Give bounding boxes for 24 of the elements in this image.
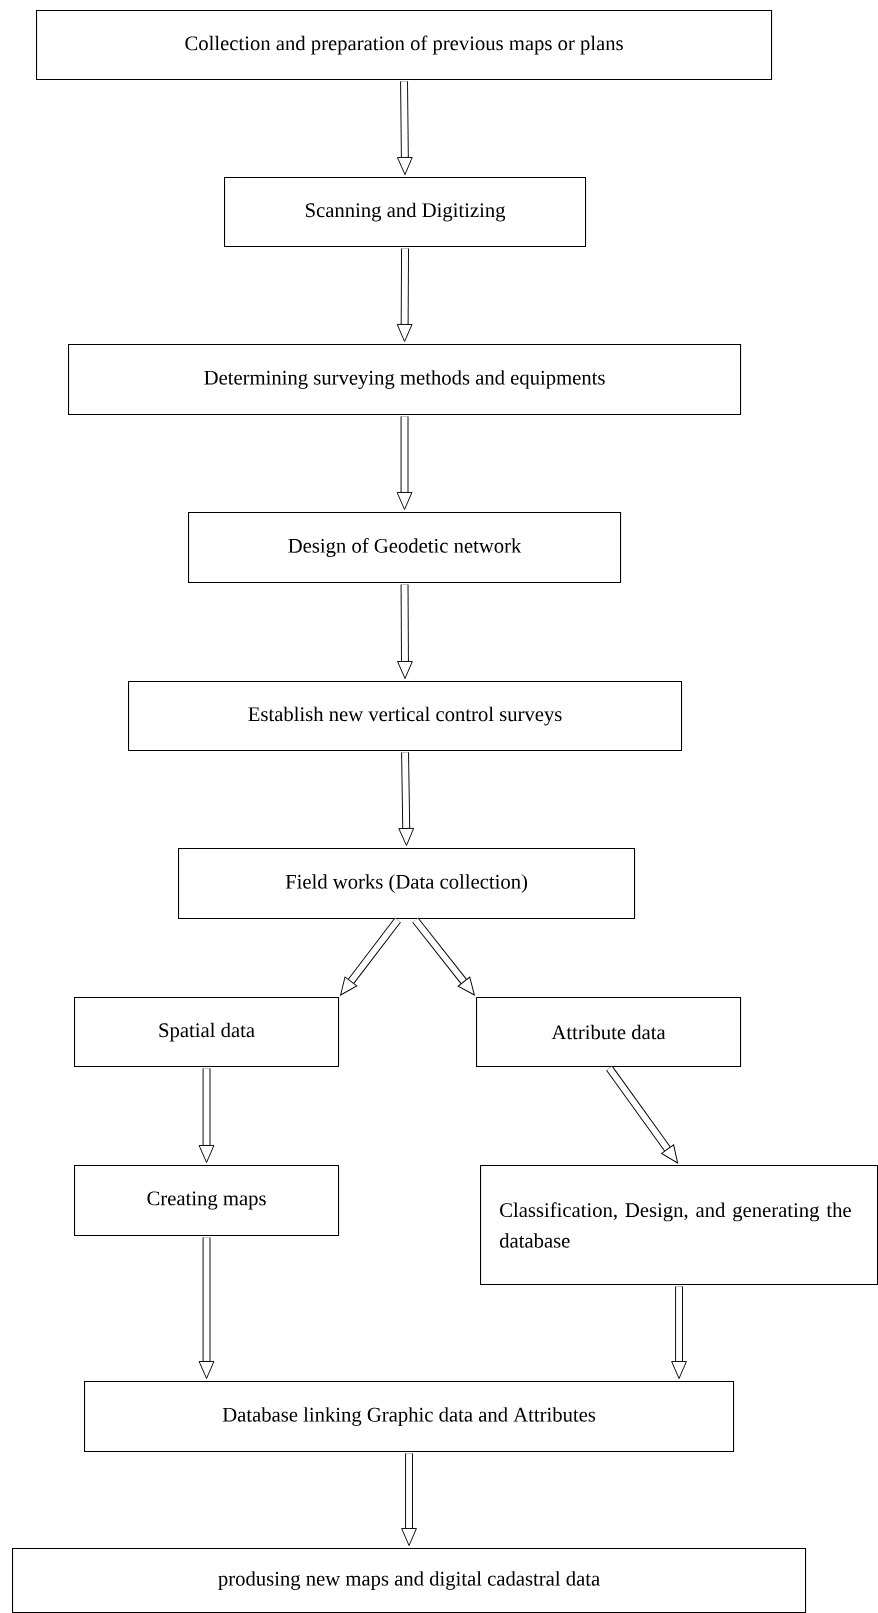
- process-box: Collection and preparation of previous maps or plans: [36, 10, 773, 81]
- arrow: [397, 584, 413, 679]
- arrow: [396, 81, 413, 175]
- process-box: Creating maps: [74, 1165, 340, 1237]
- process-box: Attribute data: [476, 997, 742, 1068]
- arrow: [412, 917, 475, 996]
- arrow: [198, 1237, 215, 1379]
- process-box: Establish new vertical control surveys: [128, 681, 683, 752]
- arrow: [396, 248, 413, 342]
- process-box: Determining surveying methods and equipments: [68, 344, 742, 416]
- process-box: Field works (Data collection): [178, 848, 636, 920]
- arrow: [606, 1065, 679, 1164]
- arrow: [198, 1068, 215, 1163]
- process-box: Spatial data: [74, 997, 340, 1068]
- arrow: [396, 416, 413, 510]
- arrow: [340, 917, 401, 996]
- process-box: Database linking Graphic data and Attributes: [84, 1381, 735, 1453]
- arrow: [401, 1453, 417, 1546]
- process-box: Scanning and Digitizing: [224, 177, 587, 248]
- arrow: [671, 1286, 687, 1379]
- arrow: [398, 752, 415, 846]
- process-box: Classification, Design, and generating the database: [480, 1165, 878, 1286]
- process-box: Design of Geodetic network: [188, 512, 622, 584]
- process-box: produsing new maps and digital cadastral data: [12, 1548, 807, 1613]
